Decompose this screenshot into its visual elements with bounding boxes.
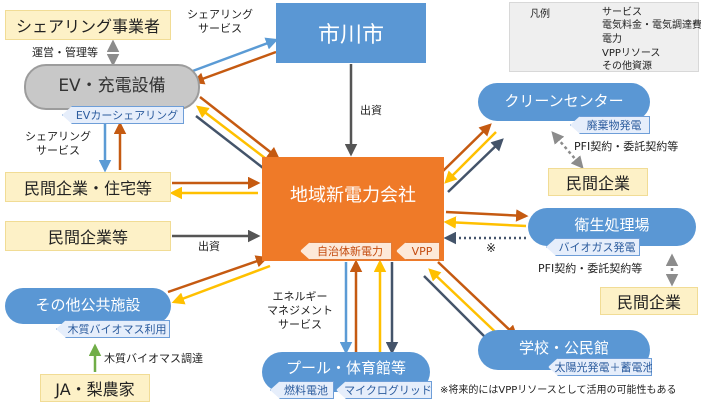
sharing-service-left-label: シェアリング サービス	[25, 130, 91, 157]
legend-item-other-resources: その他資源	[602, 61, 652, 72]
other-public-facilities-label: その他公共施設	[35, 295, 141, 314]
legend-item-power: 電力	[602, 34, 622, 45]
clean-center-node: クリーンセンター	[478, 83, 650, 121]
private-company-1-box: 民間企業	[548, 168, 648, 196]
pfi-contract-1-label: PFI契約・委託契約等	[574, 140, 679, 153]
sanitation-plant-label: 衛生処理場	[574, 215, 650, 234]
sharing-operator-box: シェアリング事業者	[5, 10, 171, 40]
energy-management-label: エネルギー マネジメント サービス	[267, 290, 333, 331]
pool-gym-label: プール・体育館等	[285, 358, 406, 377]
solar-storage-tag: 太陽光発電＋蓄電池	[548, 358, 652, 376]
private-housing-box: 民間企業・住宅等	[5, 172, 171, 202]
ichikawa-city-box: 市川市	[276, 3, 426, 63]
ja-farmers-box: JA・梨農家	[40, 374, 150, 402]
legend-box	[509, 2, 699, 72]
legend-item-vpp-resource: VPPリソース	[602, 48, 661, 59]
pfi-contract-2-label: PFI契約・委託契約等	[538, 262, 643, 275]
operation-management-label: 運営・管理等	[32, 46, 98, 59]
municipal-power-tag: 自治体新電力	[300, 242, 392, 260]
clean-center-label: クリーンセンター	[504, 91, 624, 110]
wood-biomass-use-tag: 木質バイオマス利用	[56, 320, 170, 338]
microgrid-tag: マイクログリッド	[336, 381, 432, 399]
future-note-mark: ※	[486, 241, 497, 255]
wood-biomass-procurement-label: 木質バイオマス調達	[104, 352, 203, 365]
other-public-facilities-node: その他公共施設	[5, 288, 171, 324]
biogas-power-tag: バイオガス発電	[546, 238, 640, 256]
sharing-service-top-label: シェアリング サービス	[187, 8, 253, 35]
private-company-2-label: 民間企業	[616, 293, 681, 312]
private-housing-label: 民間企業・住宅等	[23, 179, 152, 198]
regional-power-company-label: 地域新電力会社	[290, 185, 416, 206]
footnote: ※将来的にはVPPリソースとして活用の可能性もある	[440, 385, 677, 396]
private-company-2-box: 民間企業	[600, 287, 698, 315]
private-companies-box: 民間企業等	[5, 221, 171, 251]
ev-car-sharing-tag: EVカーシェアリング	[62, 106, 184, 124]
legend-item-service: サービス	[602, 7, 642, 18]
fuel-cell-tag: 燃料電池	[270, 381, 334, 399]
legend-item-electricity-fee: 電気料金・電気調達費	[602, 20, 701, 31]
ja-farmers-label: JA・梨農家	[55, 380, 135, 399]
waste-power-tag: 廃棄物発電	[570, 116, 650, 134]
private-companies-label: 民間企業等	[47, 228, 128, 247]
ev-facility-label: EV・充電設備	[58, 75, 166, 96]
investment-city-label: 出資	[360, 104, 382, 117]
private-company-1-label: 民間企業	[565, 174, 630, 193]
school-hall-label: 学校・公民館	[518, 338, 609, 357]
investment-private-label: 出資	[198, 240, 220, 253]
ev-facility-node: EV・充電設備	[24, 64, 200, 110]
ichikawa-city-label: 市川市	[317, 23, 384, 48]
legend-title: 凡例	[530, 9, 550, 20]
sharing-operator-label: シェアリング事業者	[15, 17, 160, 36]
vpp-tag: VPP	[396, 242, 440, 260]
